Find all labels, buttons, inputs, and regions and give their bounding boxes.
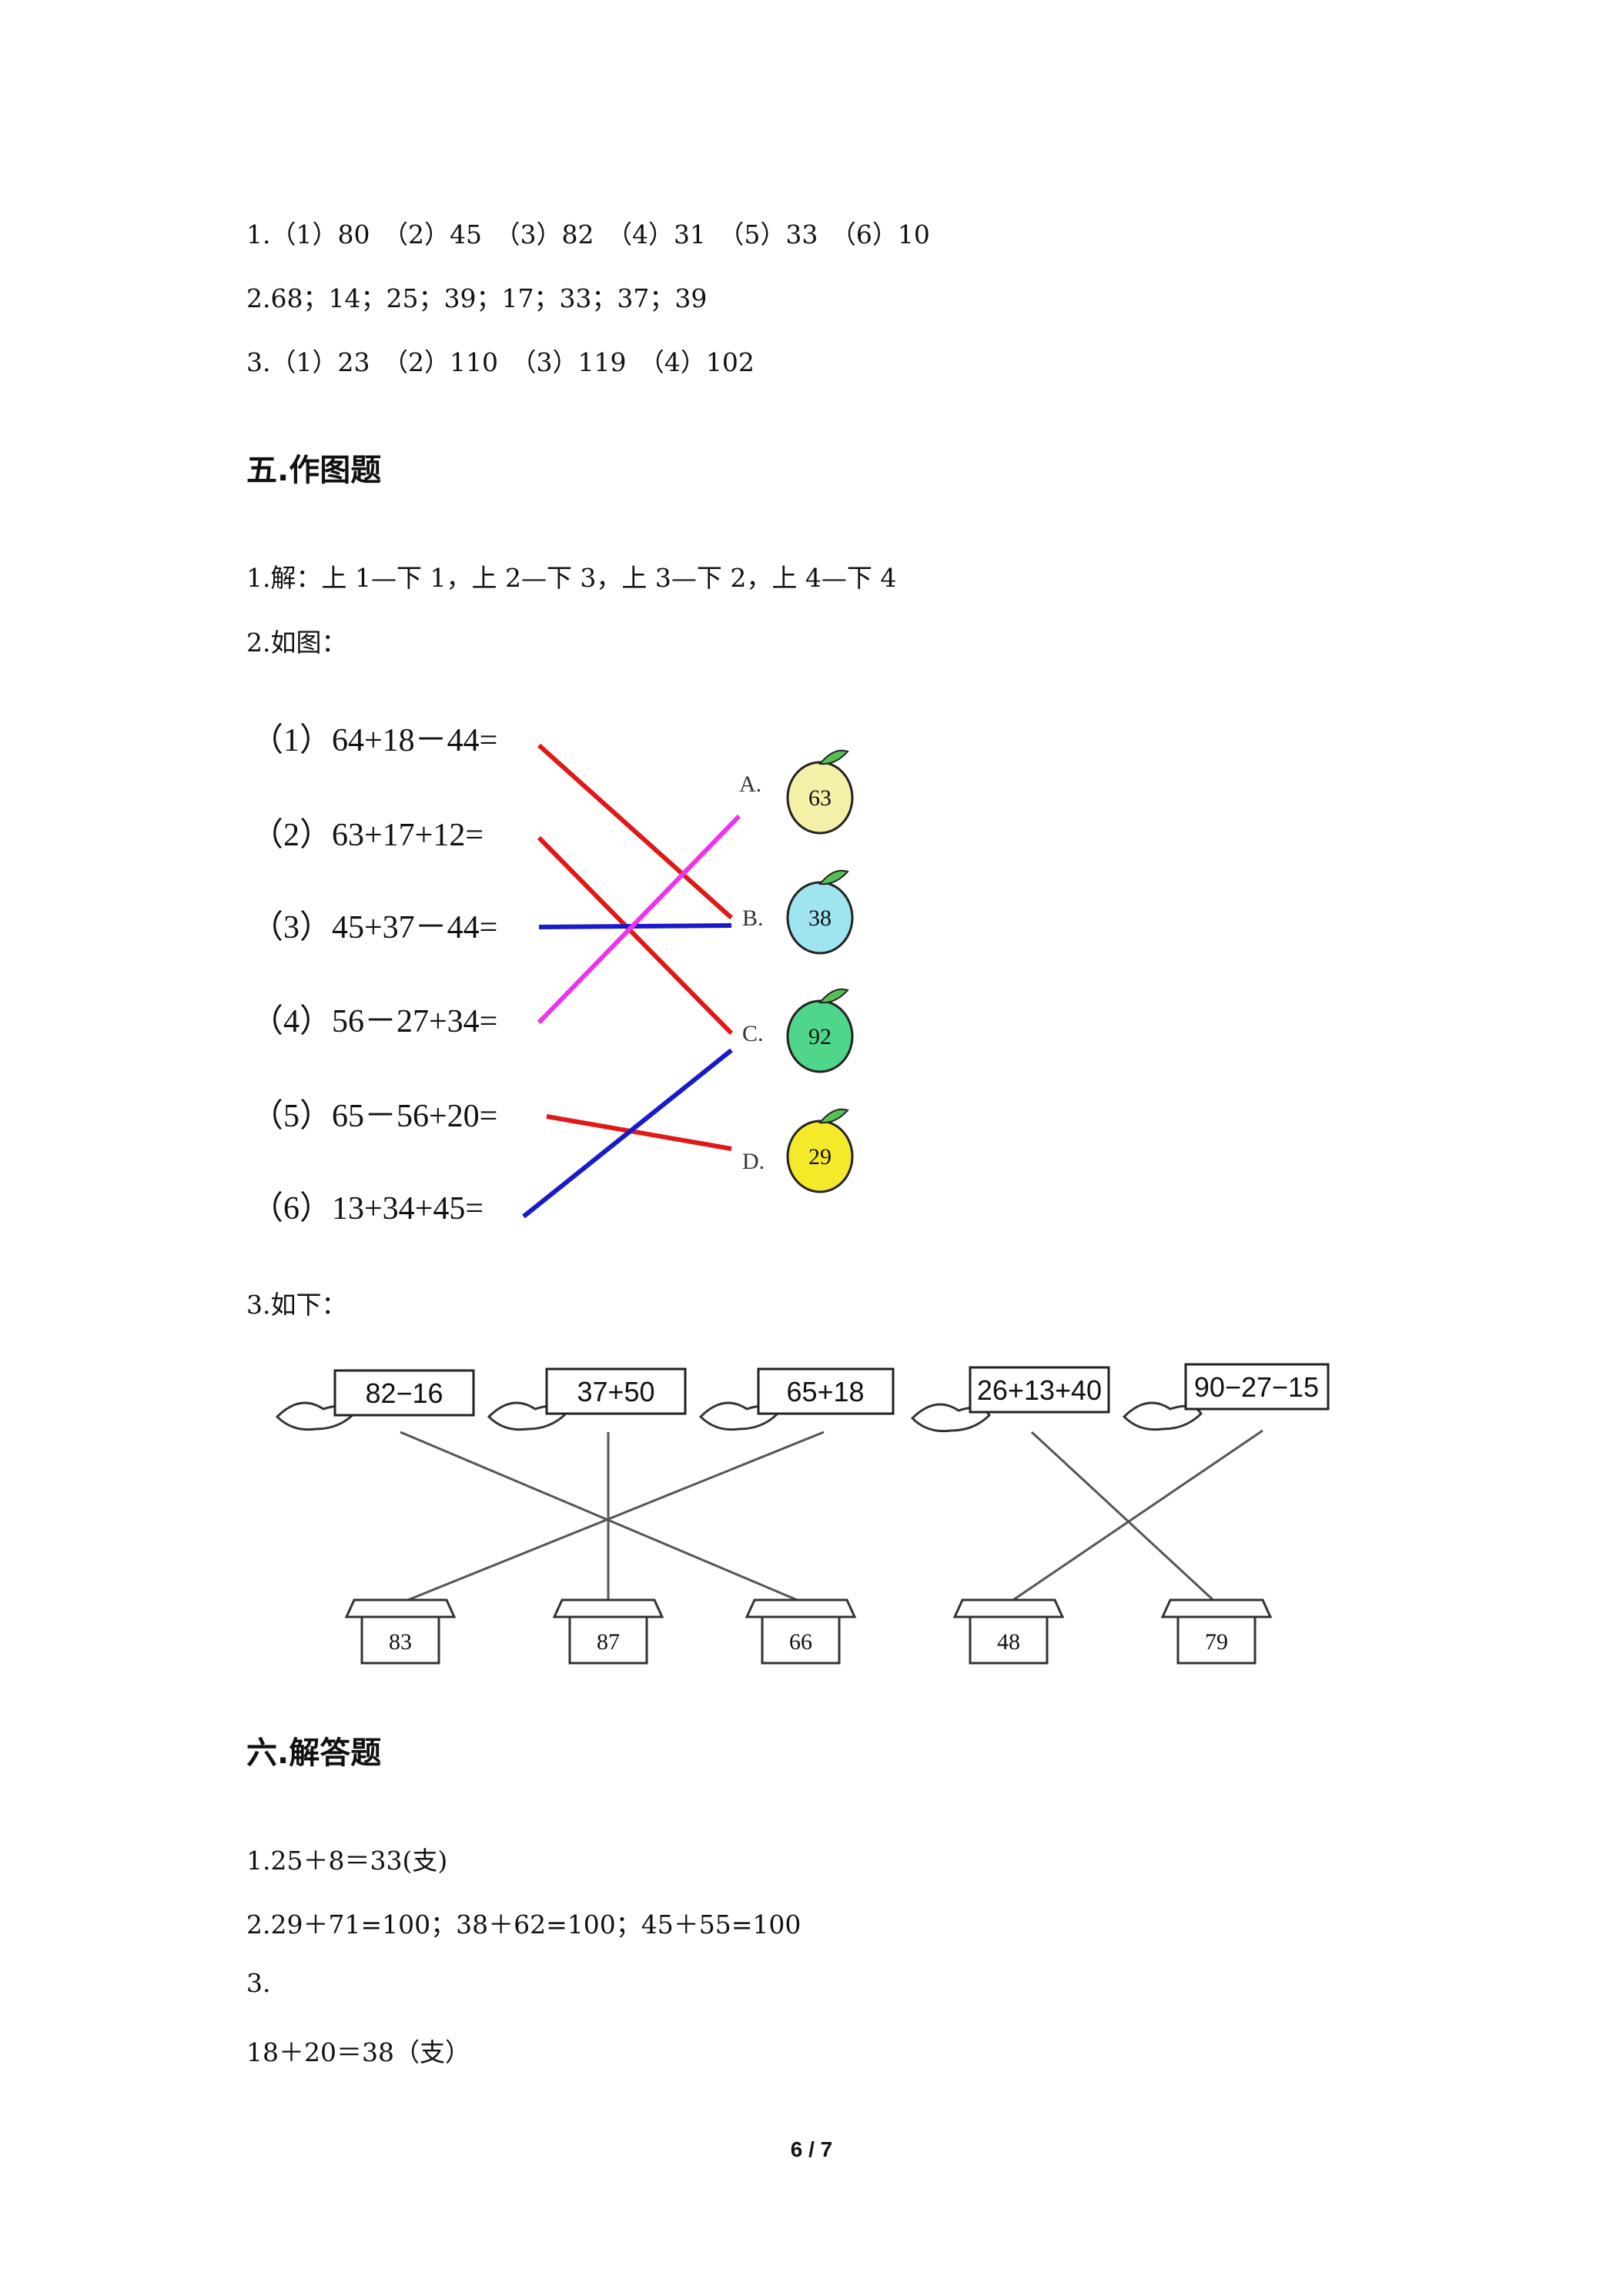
option-label-c: C. bbox=[742, 1021, 764, 1046]
house-1-value: 83 bbox=[389, 1629, 412, 1655]
apple-b-icon: 38 bbox=[786, 869, 854, 955]
bird-5-expression: 90−27−15 bbox=[1194, 1371, 1319, 1403]
line-4-to-a bbox=[537, 814, 741, 1025]
solution-question-3: 3. bbox=[246, 1968, 271, 1998]
solution-question-1: 1.25＋8＝33(支) bbox=[246, 1846, 448, 1876]
bird-4: 26+13+40 bbox=[910, 1366, 1110, 1433]
roof-icon bbox=[952, 1598, 1065, 1618]
matching-figure: （1）64+18－44= （2）63+17+12= （3）45+37－44= （… bbox=[251, 723, 854, 1227]
roof-icon bbox=[552, 1598, 664, 1618]
house-3: 66 bbox=[745, 1598, 857, 1665]
equation-3: （3）45+37－44= bbox=[251, 910, 497, 946]
option-label-a: A. bbox=[739, 771, 761, 797]
drawing-question-2: 2.如图： bbox=[246, 628, 347, 658]
house-5: 79 bbox=[1160, 1598, 1273, 1665]
answer-line-2: 2.68；14；25；39；17；33；37；39 bbox=[246, 283, 708, 313]
apple-b-value: 38 bbox=[808, 905, 832, 931]
link-bird1-house3 bbox=[400, 1431, 801, 1603]
link-bird5-house4 bbox=[1008, 1429, 1263, 1605]
drawing-question-3: 3.如下： bbox=[246, 1290, 347, 1320]
apple-d-icon: 29 bbox=[786, 1108, 854, 1193]
equation-6: （6）13+34+45= bbox=[251, 1191, 484, 1227]
roof-icon bbox=[1160, 1598, 1273, 1618]
bird-1: 82−16 bbox=[275, 1369, 475, 1431]
line-5-to-d bbox=[546, 1114, 732, 1151]
bird-1-expression: 82−16 bbox=[365, 1377, 443, 1409]
roof-icon bbox=[344, 1598, 457, 1618]
apple-a-value: 63 bbox=[808, 785, 832, 811]
house-4-value: 48 bbox=[997, 1629, 1020, 1655]
equation-5: （5）65－56+20= bbox=[251, 1099, 497, 1134]
line-6-to-c bbox=[522, 1048, 733, 1219]
roof-icon bbox=[745, 1598, 857, 1618]
bird-3: 65+18 bbox=[698, 1367, 895, 1431]
section-heading-drawing: 五.作图题 bbox=[246, 453, 382, 488]
apple-d-value: 29 bbox=[808, 1144, 832, 1170]
bird-2-expression: 37+50 bbox=[577, 1376, 654, 1407]
equation-1: （1）64+18－44= bbox=[251, 723, 497, 758]
bird-icon bbox=[1122, 1401, 1203, 1431]
bird-5: 90−27−15 bbox=[1122, 1363, 1330, 1431]
apple-c-icon: 92 bbox=[786, 988, 854, 1073]
link-bird3-house1 bbox=[400, 1431, 825, 1605]
line-2-to-c bbox=[537, 835, 734, 1036]
bird-3-expression: 65+18 bbox=[786, 1376, 864, 1407]
solution-question-3-answer: 18＋20＝38（支） bbox=[246, 2037, 470, 2067]
house-5-value: 79 bbox=[1205, 1629, 1228, 1655]
bird-2: 37+50 bbox=[487, 1367, 687, 1431]
page-number: 6 / 7 bbox=[790, 2137, 833, 2161]
answer-line-3: 3.（1）23 （2）110 （3）119 （4）102 bbox=[246, 347, 755, 377]
house-2: 87 bbox=[552, 1598, 664, 1665]
bird-4-expression: 26+13+40 bbox=[977, 1374, 1102, 1406]
solution-question-2: 2.29＋71=100；38＋62=100；45＋55=100 bbox=[246, 1909, 801, 1940]
house-4: 48 bbox=[952, 1598, 1065, 1665]
option-label-d: D. bbox=[742, 1149, 765, 1174]
house-3-value: 66 bbox=[789, 1629, 812, 1655]
line-1-to-b bbox=[537, 743, 734, 920]
section-heading-solution: 六.解答题 bbox=[246, 1735, 382, 1771]
drawing-question-1: 1.解：上 1—下 1，上 2—下 3，上 3—下 2，上 4—下 4 bbox=[246, 563, 897, 593]
birds-houses-figure: 82−16 37+50 65+18 26+13+40 90−27−15 83 8… bbox=[275, 1363, 1330, 1665]
option-label-b: B. bbox=[742, 905, 764, 931]
equation-2: （2）63+17+12= bbox=[251, 818, 484, 853]
answer-line-1: 1.（1）80 （2）45 （3）82 （4）31 （5）33 （6）10 bbox=[246, 219, 930, 249]
apple-a-icon: 63 bbox=[786, 749, 854, 835]
apple-c-value: 92 bbox=[808, 1024, 832, 1049]
link-bird4-house5 bbox=[1030, 1431, 1218, 1605]
house-1: 83 bbox=[344, 1598, 457, 1665]
house-2-value: 87 bbox=[597, 1629, 620, 1655]
equation-4: （4）56－27+34= bbox=[251, 1004, 497, 1039]
